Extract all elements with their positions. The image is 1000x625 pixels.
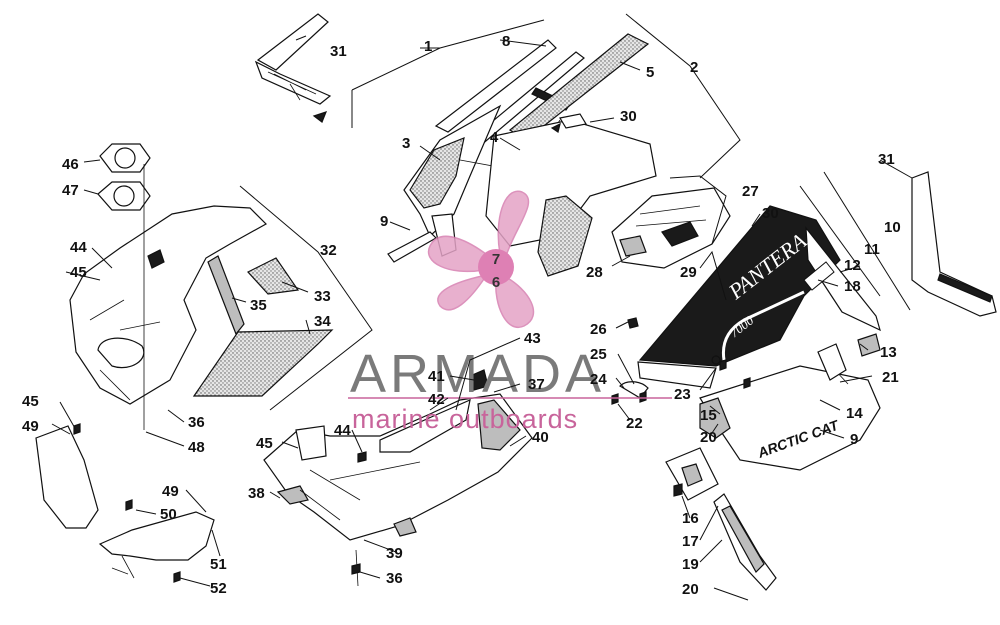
callout-31a: 31 [330, 43, 347, 60]
callout-47: 47 [62, 182, 79, 199]
callout-36a: 36 [188, 414, 205, 431]
callout-15: 15 [700, 407, 717, 424]
part-16-vent-plate [665, 447, 719, 501]
part-19-footrest-strip [713, 493, 777, 591]
callout-52: 52 [210, 580, 227, 597]
callout-23: 23 [674, 386, 691, 403]
part-31-handlebar-pad [911, 171, 997, 317]
callout-9a: 9 [380, 213, 388, 230]
leader-lines [51, 13, 913, 601]
part-50-lower-bracket [98, 499, 215, 583]
callout-3: 3 [402, 135, 410, 152]
callout-4: 4 [490, 129, 499, 146]
callout-49a: 49 [22, 418, 39, 435]
callout-37: 37 [528, 376, 545, 393]
callout-45c: 45 [256, 435, 273, 452]
callout-22: 22 [626, 415, 643, 432]
callout-32: 32 [320, 242, 337, 259]
callout-20a: 20 [700, 429, 717, 446]
callout-46: 46 [62, 156, 79, 173]
callout-43: 43 [524, 330, 541, 347]
callout-13: 13 [880, 344, 897, 361]
callout-30a: 30 [620, 108, 637, 125]
callout-38: 38 [248, 485, 265, 502]
callout-11: 11 [864, 241, 880, 258]
callout-33: 33 [314, 288, 331, 305]
callout-2: 2 [690, 59, 698, 76]
watermark-logo-number-bottom: 6 [492, 274, 500, 291]
callout-14: 14 [846, 405, 863, 422]
callout-45b: 45 [22, 393, 39, 410]
watermark-tagline: marine outboards [352, 404, 578, 434]
callout-9b: 9 [850, 431, 858, 448]
callout-17: 17 [682, 533, 699, 550]
callout-1: 1 [424, 38, 432, 55]
part-47-gasket [97, 181, 151, 211]
callout-50: 50 [160, 506, 177, 523]
callout-25: 25 [590, 346, 607, 363]
part-31-wind-deflector-left [254, 13, 332, 123]
callout-34: 34 [314, 313, 331, 330]
callout-42: 42 [428, 391, 445, 408]
part-46-gasket [99, 143, 151, 173]
part-9-seal-strip [387, 231, 437, 263]
callout-49b: 49 [162, 483, 179, 500]
part-side-panel-pantera: PANTERA 7000 [637, 205, 881, 389]
callout-48: 48 [188, 439, 205, 456]
callout-5: 5 [646, 64, 654, 81]
callout-51: 51 [210, 556, 227, 573]
callout-44a: 44 [70, 239, 87, 256]
callout-41: 41 [428, 368, 445, 385]
callout-44b: 44 [334, 422, 351, 439]
part-lower-belly-pan-center [263, 369, 533, 587]
callout-39: 39 [386, 545, 403, 562]
part-27-28-side-insert [611, 187, 731, 269]
watermark-brand: ARMADA [350, 344, 605, 404]
callout-27: 27 [742, 183, 759, 200]
watermark-logo-number-top: 7 [492, 251, 500, 268]
callout-35: 35 [250, 297, 267, 314]
callout-numbers: 31 1 8 5 2 3 4 30 46 47 9 27 30 31 10 11… [22, 33, 901, 598]
callout-20b: 20 [682, 581, 699, 598]
part-30-screw-top [550, 113, 587, 133]
callout-10: 10 [884, 219, 901, 236]
callout-26: 26 [590, 321, 607, 338]
callout-45a: 45 [70, 264, 87, 281]
callout-18: 18 [844, 278, 861, 295]
part-22-26-fasteners [611, 317, 751, 405]
part-lower-side-panel-arctic-cat: ARCTIC CAT [699, 333, 881, 471]
callout-40: 40 [532, 429, 549, 446]
callout-28: 28 [586, 264, 603, 281]
callout-12: 12 [844, 257, 861, 274]
callout-8: 8 [502, 33, 510, 50]
callout-21: 21 [882, 369, 899, 386]
callout-30b: 30 [762, 205, 779, 222]
callout-24: 24 [590, 371, 607, 388]
watermark-logo: 7 6 [427, 190, 535, 329]
callout-19: 19 [682, 556, 699, 573]
part-45-small-bracket [35, 423, 99, 529]
callout-31b: 31 [878, 151, 895, 168]
part-32-left-belly-pan [69, 164, 334, 430]
callout-36b: 36 [386, 570, 403, 587]
part-hood-panel [485, 119, 657, 277]
callout-29: 29 [680, 264, 697, 281]
callout-16: 16 [682, 510, 699, 527]
